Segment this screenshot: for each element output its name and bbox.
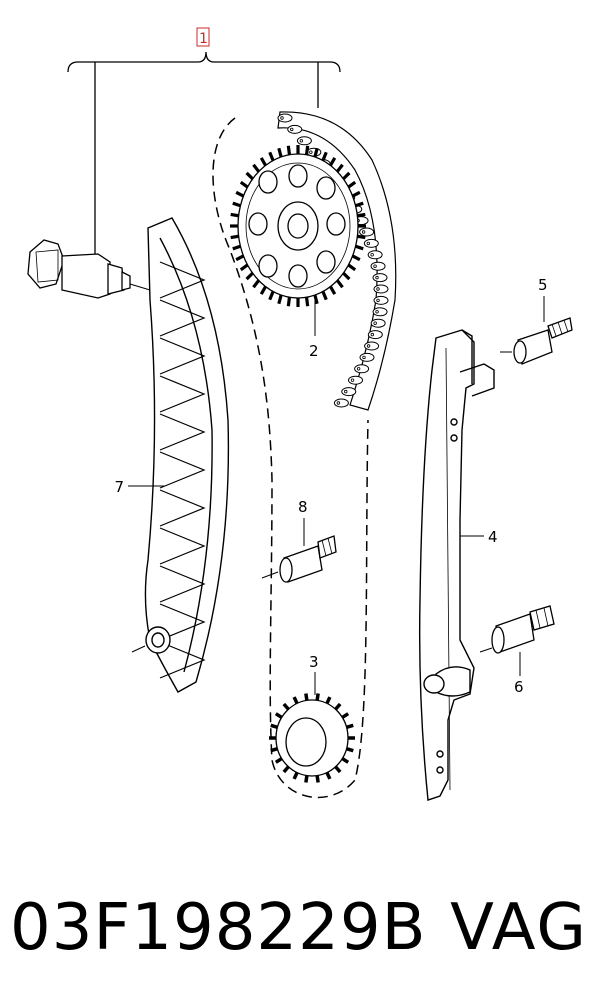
callout-1-box [196,27,210,47]
chain-tensioner [27,239,151,299]
crankshaft-sprocket [269,693,355,783]
slide-rail [418,329,495,801]
callout-2: 2 [309,342,319,360]
callout-5: 5 [538,276,548,294]
timing-chain-diagram: 1 2 3 [27,27,573,801]
callout-6: 6 [514,678,524,696]
callout-3: 3 [309,653,319,671]
tensioner-rail [144,217,230,693]
brand-label: VAG [450,891,588,965]
camshaft-sprocket [230,145,366,307]
callout-8: 8 [298,498,308,516]
guide-pin-5 [513,317,573,365]
footer: 03F198229B VAG [0,878,600,978]
guide-pin-6 [491,605,555,654]
callout-7: 7 [114,478,124,496]
callout-4: 4 [488,528,498,546]
kit-bracket [67,51,341,256]
part-number: 03F198229B [10,891,427,965]
guide-pin-8 [279,535,337,583]
callout-1: 1 [199,31,208,47]
